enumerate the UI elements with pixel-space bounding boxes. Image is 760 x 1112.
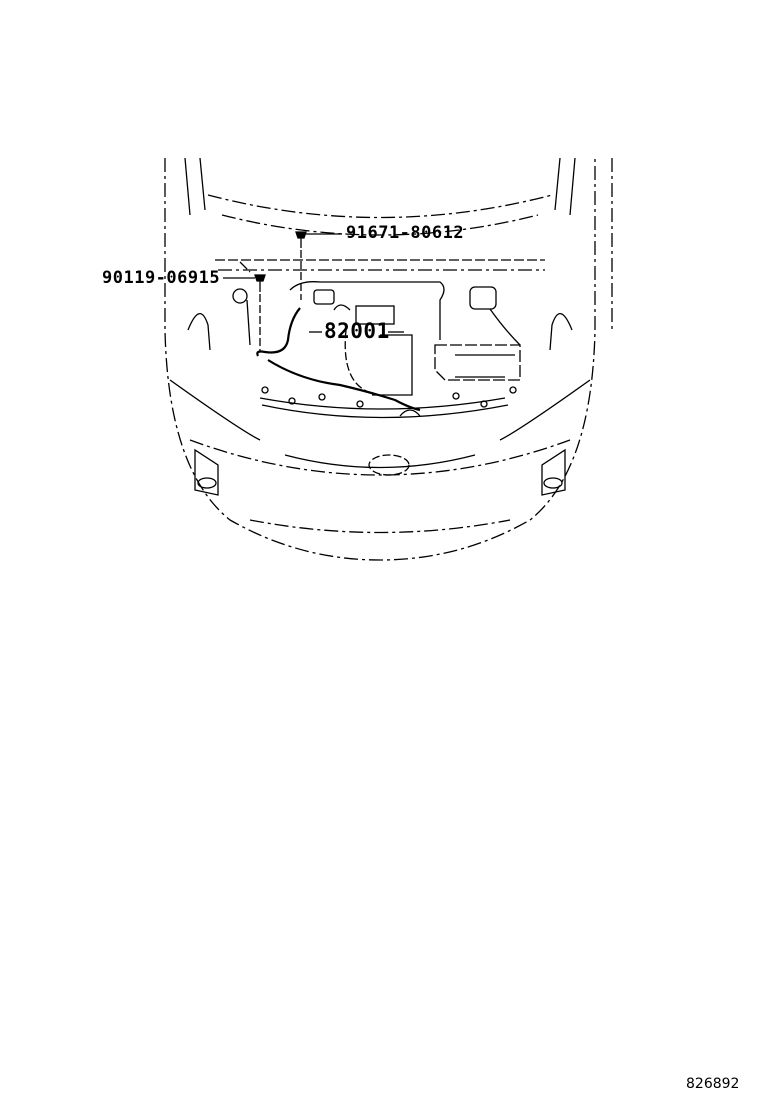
engine-cover <box>289 281 445 396</box>
cowl <box>215 259 545 273</box>
inverter-module <box>434 344 521 381</box>
fog-lamps <box>194 448 566 496</box>
bolt-91671-80612 <box>295 231 342 300</box>
car-body-outline <box>164 158 613 561</box>
bolt-90119-06915 <box>223 274 266 352</box>
wire-harness-82001 <box>256 307 421 412</box>
grille <box>284 454 476 476</box>
radiator-support <box>259 386 517 419</box>
fenders <box>169 157 591 441</box>
part-label-82001[interactable]: 82001 <box>324 319 390 343</box>
part-label-91671-80612[interactable]: 91671-80612 <box>346 223 465 243</box>
figure-number: 826892 <box>686 1076 740 1092</box>
reservoirs <box>232 286 521 346</box>
part-label-90119-06915[interactable]: 90119-06915 <box>102 268 221 288</box>
